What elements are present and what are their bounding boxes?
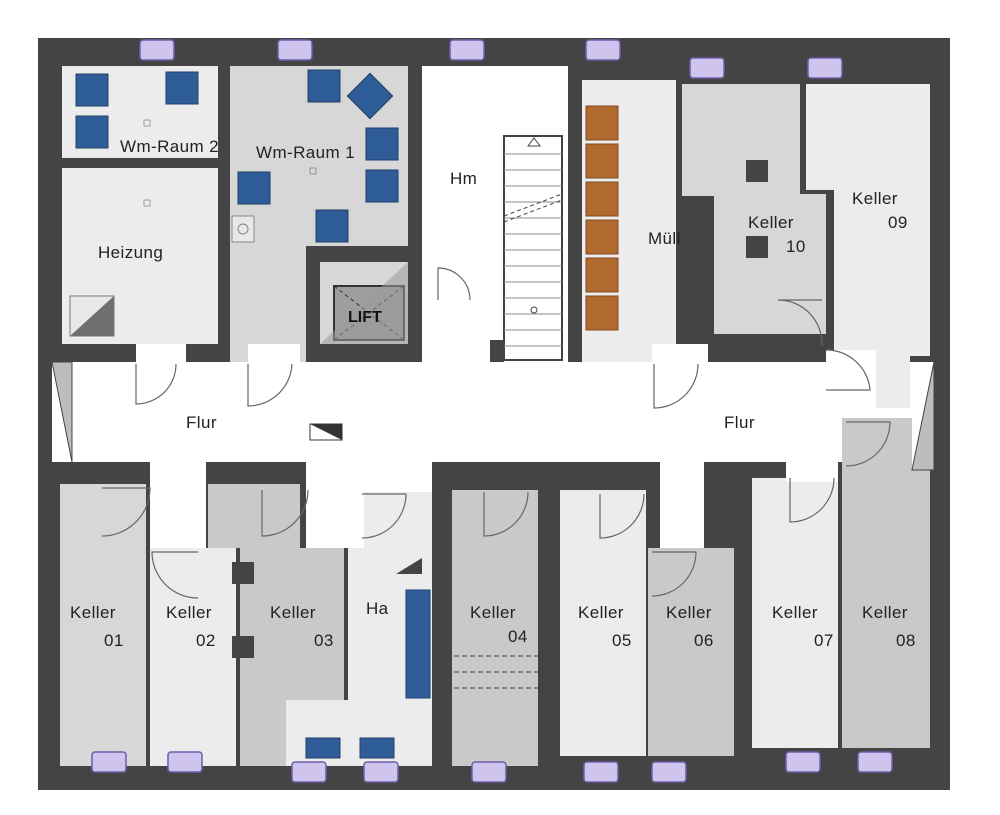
label-flur-left: Flur <box>186 413 217 432</box>
label-keller-05-l1: Keller <box>578 603 624 622</box>
sink-icon <box>231 215 255 243</box>
label-keller-07-l1: Keller <box>772 603 818 622</box>
entrance-left-leaf <box>51 361 73 463</box>
label-lift: LIFT <box>348 309 382 326</box>
label-keller-06-l1: Keller <box>666 603 712 622</box>
label-muell: Müll <box>648 229 681 248</box>
room-keller-03 <box>208 484 344 766</box>
room-keller-04 <box>452 490 538 766</box>
staircase <box>490 135 563 362</box>
label-keller-08-l2: 08 <box>896 631 916 650</box>
label-wm-raum-2: Wm-Raum 2 <box>120 137 219 156</box>
boiler-icon <box>69 295 115 337</box>
label-keller-09-l2: 09 <box>888 213 908 232</box>
label-hm: Hm <box>450 169 477 188</box>
label-keller-01-l1: Keller <box>70 603 116 622</box>
label-keller-03-l1: Keller <box>270 603 316 622</box>
passage-keller-06 <box>660 462 704 548</box>
room-keller-05 <box>560 490 646 756</box>
corridor-flur <box>72 362 932 462</box>
room-keller-06 <box>648 548 734 756</box>
windows-top <box>139 39 843 79</box>
passage-keller-02 <box>150 462 206 548</box>
door-gap-heizung <box>136 344 186 364</box>
passage-ha <box>352 462 432 492</box>
label-keller-03-l2: 03 <box>314 631 334 650</box>
label-keller-09-l1: Keller <box>852 189 898 208</box>
label-keller-04-l1: Keller <box>470 603 516 622</box>
label-keller-10-l1: Keller <box>748 213 794 232</box>
door-gap-wm-raum-1 <box>248 344 300 364</box>
dashed-lines <box>454 655 538 689</box>
label-keller-10-l2: 10 <box>786 237 806 256</box>
wm-raum-1-passage <box>230 246 306 362</box>
corridor-marker <box>309 423 343 441</box>
room-keller-09 <box>806 84 930 408</box>
label-keller-02-l2: 02 <box>196 631 216 650</box>
label-keller-01-l2: 01 <box>104 631 124 650</box>
passage-keller-07 <box>786 462 838 482</box>
windows-bottom <box>91 751 893 783</box>
entrance-right-leaf <box>911 361 935 471</box>
label-ha: Ha <box>366 599 389 618</box>
room-keller-02 <box>150 548 236 766</box>
washing-machines <box>75 69 431 759</box>
waste-bins <box>585 105 619 331</box>
label-keller-08-l1: Keller <box>862 603 908 622</box>
label-keller-02-l1: Keller <box>166 603 212 622</box>
light-icons <box>143 119 317 207</box>
room-ha <box>286 490 432 766</box>
label-heizung: Heizung <box>98 243 163 262</box>
label-keller-05-l2: 05 <box>612 631 632 650</box>
pillars <box>232 160 768 658</box>
label-flur-right: Flur <box>724 413 755 432</box>
door-gap-muell <box>652 344 708 364</box>
lift-shaft <box>320 262 408 344</box>
ha-marker <box>396 558 422 574</box>
label-keller-06-l2: 06 <box>694 631 714 650</box>
label-wm-raum-1: Wm-Raum 1 <box>256 143 355 162</box>
label-keller-04-l2: 04 <box>508 627 528 646</box>
room-keller-10 <box>682 84 826 334</box>
room-keller-08 <box>842 418 930 748</box>
label-keller-07-l2: 07 <box>814 631 834 650</box>
room-keller-07 <box>752 478 838 748</box>
room-keller-01 <box>60 484 146 766</box>
door-swings <box>101 267 891 599</box>
